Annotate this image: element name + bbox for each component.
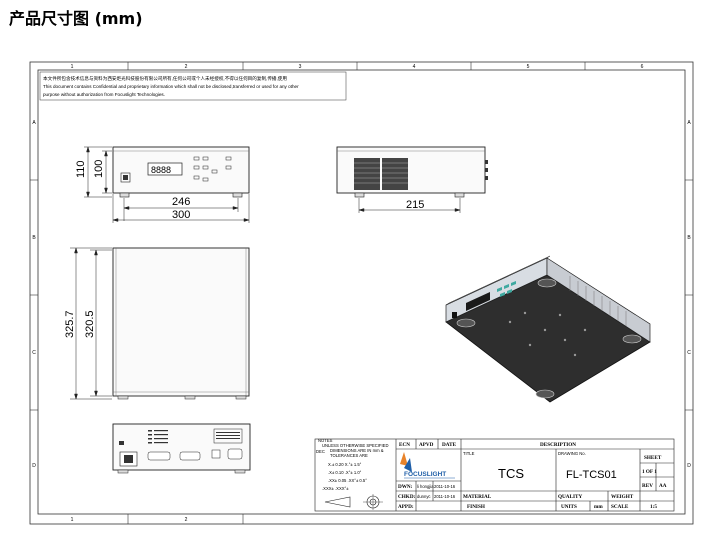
zone-right-d: D: [687, 463, 691, 469]
front-dimensions: [84, 146, 250, 223]
notice-line-1: 本文件所包含技术信息与资料为西安炬光科技股份有限公司所有,任何公司或个人未经授权…: [43, 75, 287, 82]
dim-side-width: 215: [406, 199, 424, 211]
dim-height-inner: 100: [93, 160, 105, 178]
tb-dwn-name: li hongjia: [417, 484, 434, 489]
page-title: 产品尺寸图 (mm): [9, 9, 143, 28]
zone-top-6: 6: [641, 64, 644, 70]
zone-left-b: B: [32, 235, 36, 241]
zone-top-2: 2: [185, 64, 188, 70]
zone-top-1: 1: [71, 64, 74, 70]
rear-view: [112, 423, 251, 474]
isometric-view: [445, 255, 651, 403]
tb-material-label: MATERIAL: [463, 494, 492, 500]
tb-drawing-no-value: FL-TCS01: [566, 469, 617, 481]
notes-tolerance-2: .X± 0.10 .X°± 1.0°: [328, 470, 362, 475]
dim-width-outer: 300: [172, 209, 190, 221]
tb-units-value: mm: [594, 504, 603, 510]
tb-dwn-label: DWN:: [398, 484, 413, 490]
zone-left-a: A: [32, 120, 36, 126]
front-display-value: 8888: [151, 165, 171, 175]
dim-height-outer: 110: [75, 160, 87, 178]
tb-sheet-value: 1 OF 1: [642, 469, 657, 475]
tb-ecn-label: ECN: [399, 442, 410, 448]
tb-date-label: DATE: [442, 442, 457, 448]
top-view: [112, 247, 250, 400]
title-block: [314, 438, 675, 512]
notice-box: [39, 71, 347, 101]
tb-chkd-date: 2011-10-16: [434, 494, 456, 499]
notes-block: NOTES UNLESS OTHERWISE SPECIFIED DIMENSI…: [316, 438, 388, 510]
tb-drawing-no-label: DRAWING No.: [558, 451, 586, 456]
front-view: 8888: [112, 146, 250, 198]
dim-width-inner: 246: [172, 196, 190, 208]
zone-top-5: 5: [527, 64, 530, 70]
zone-top-4: 4: [413, 64, 416, 70]
notice-line-3: purpose without authorization from Focus…: [43, 92, 165, 97]
tb-rev-label: REV: [642, 483, 653, 489]
notes-header: NOTES: [318, 438, 333, 443]
tb-rev-value: AA: [659, 483, 667, 489]
tb-title-value: TCS: [498, 466, 524, 481]
tb-description-label: DESCRIPTION: [540, 442, 576, 448]
tb-sheet-label: SHEET: [644, 455, 662, 461]
tb-title-label: TITLE: [463, 451, 475, 456]
side-dimensions: [358, 198, 461, 213]
tb-scale-value: 1:5: [650, 504, 657, 510]
title-block-text: ECN APVD DATE DESCRIPTION TITLE TCS DRAW…: [398, 442, 667, 510]
zone-left-d: D: [32, 463, 36, 469]
tb-apvd-label: APVD: [419, 442, 434, 448]
tb-chkd-name: dunnyc: [417, 494, 431, 499]
zone-right-b: B: [687, 235, 691, 241]
inner-frame: [37, 69, 686, 515]
outer-frame: [29, 61, 694, 525]
notes-dec-label: DEC: [316, 449, 325, 454]
notes-tolerance-3: .XX± 0.05 .XX°± 0.5°: [328, 478, 367, 483]
dim-depth-outer: 325.7: [64, 310, 76, 338]
tb-chkd-label: CHKD:: [398, 494, 416, 500]
notice-line-2: This document contains Confidential and …: [43, 84, 299, 89]
dim-depth-inner: 320.5: [84, 310, 96, 338]
notes-line-2: DIMENSIONS ARE IN mm &: [330, 448, 384, 453]
notes-line-3: TOLERANCES ARE: [330, 453, 368, 458]
tb-appd-label: APPD:: [398, 504, 414, 510]
tb-dwn-date: 2011-10-16: [434, 484, 456, 489]
zone-ticks: [30, 62, 693, 524]
tb-units-label: UNITS: [561, 504, 577, 510]
tb-logo-text: FOCUSLIGHT: [404, 471, 446, 478]
tb-scale-label: SCALE: [611, 504, 629, 510]
notes-tolerance-4: .XXX± .XXX°±: [322, 486, 349, 491]
zone-top-3: 3: [299, 64, 302, 70]
tb-finish-label: FINISH: [467, 504, 485, 510]
zone-right-a: A: [687, 120, 691, 126]
zone-bottom-2: 2: [185, 517, 188, 523]
zone-bottom-1: 1: [71, 517, 74, 523]
side-view: [336, 146, 488, 198]
zone-left-c: C: [32, 350, 36, 356]
tb-weight-label: WEIGHT: [611, 494, 634, 500]
notes-tolerance-1: X.± 0.20 X.°± 1.5°: [328, 462, 362, 467]
tb-quality-label: QUALITY: [558, 494, 582, 500]
notes-line-1: UNLESS OTHERWISE SPECIFIED: [322, 443, 388, 448]
top-dimensions: [70, 247, 112, 400]
zone-right-c: C: [687, 350, 691, 356]
